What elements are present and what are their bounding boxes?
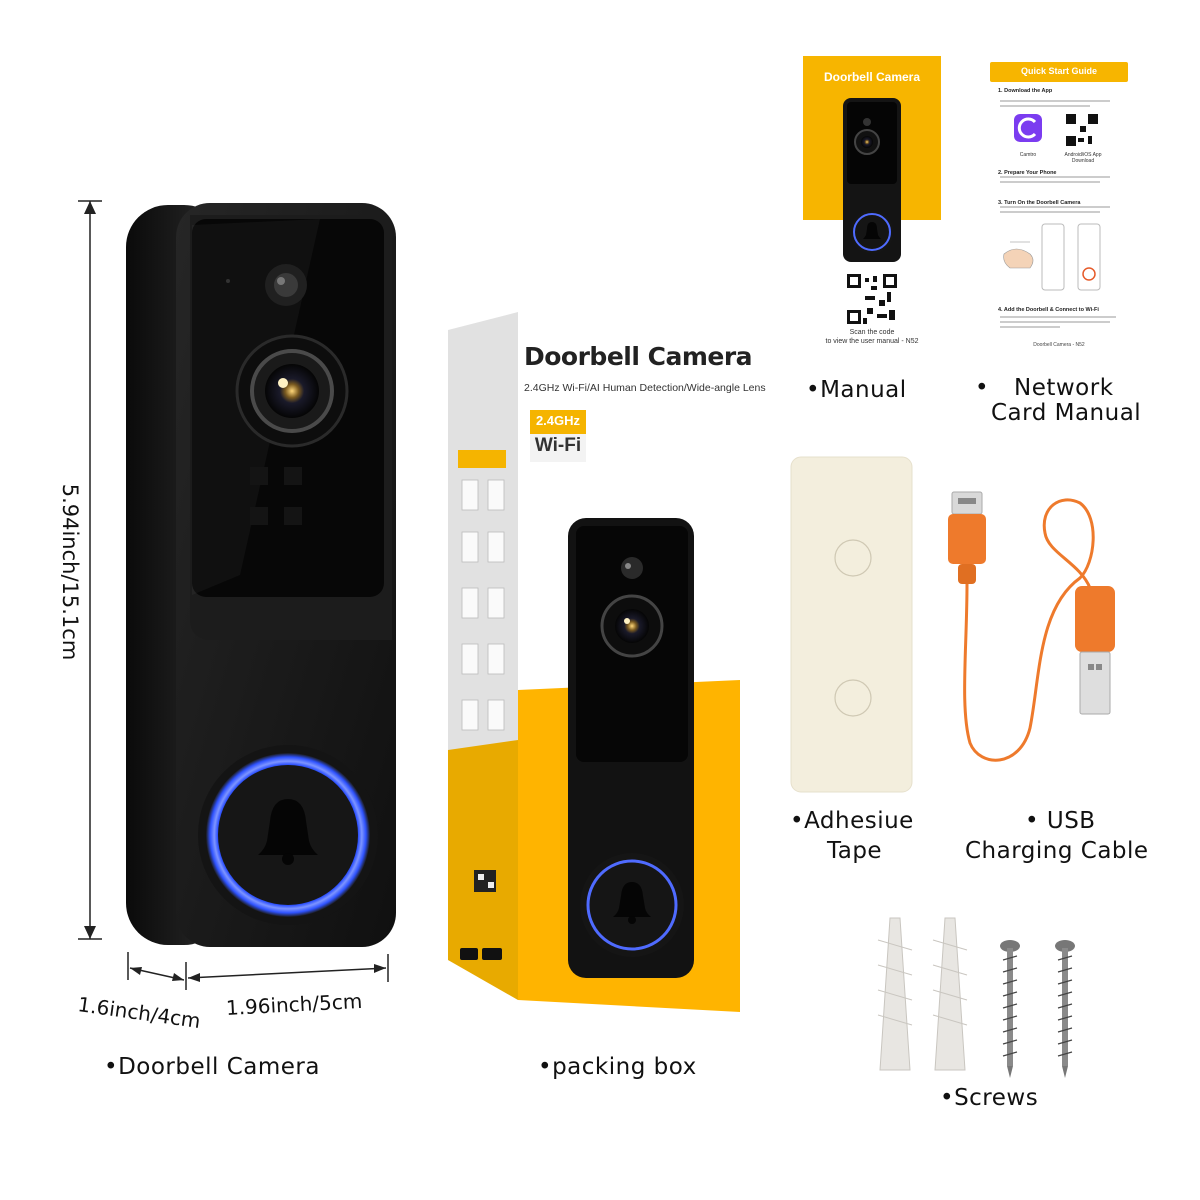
box-title: Doorbell Camera <box>524 342 753 371</box>
height-dimension-label: 5.94inch/15.1cm <box>58 483 82 661</box>
caption-usb-line-2: Charging Cable <box>965 838 1149 864</box>
box-badge-frequency: 2.4GHz <box>535 413 581 428</box>
caption-tape-line-2: Tape <box>827 838 883 864</box>
quick-guide-app-label: Camtro <box>1019 152 1037 158</box>
manual-qr-caption: Scan the code to view the user manual - … <box>825 329 919 345</box>
box-subtitle: 2.4GHz Wi-Fi/AI Human Detection/Wide-ang… <box>524 382 766 394</box>
quick-guide-footer: Doorbell Camera - N52 <box>1033 342 1085 348</box>
caption-network-line-2: Card Manual <box>991 400 1142 426</box>
quick-guide-app-download: Android/iOS App Download <box>1064 152 1102 164</box>
manual-title: Doorbell Camera <box>823 70 921 84</box>
caption-network-line-1: Network <box>1014 375 1114 401</box>
quick-start-guide: Quick Start Guide 1. Download the App Ca… <box>990 56 1128 356</box>
quick-guide-step-3: 3. Turn On the Doorbell Camera <box>998 200 1081 206</box>
packing-box-shape <box>448 312 740 1012</box>
manual-cover <box>803 56 941 356</box>
caption-usb-line-1: • USB <box>1025 808 1096 834</box>
quick-guide-step-2: 2. Prepare Your Phone <box>998 170 1057 176</box>
caption-doorbell-camera: •Doorbell Camera <box>104 1054 320 1080</box>
caption-packing-box: •packing box <box>538 1054 697 1080</box>
usb-charging-cable <box>948 491 1115 762</box>
quick-guide-graphics <box>1000 100 1116 328</box>
caption-manual: •Manual <box>806 377 907 403</box>
height-dimension-line <box>78 200 102 940</box>
box-badge-wifi: Wi-Fi <box>534 435 582 456</box>
quick-guide-header <box>990 62 1128 82</box>
width-dimension-lines <box>127 952 389 990</box>
adhesive-tape <box>790 456 913 793</box>
quick-guide-title: Quick Start Guide <box>1020 66 1098 76</box>
packing-box: Doorbell Camera 2.4GHz Wi-Fi/AI Human De… <box>418 300 766 1020</box>
caption-screws: •Screws <box>940 1085 1039 1111</box>
quick-guide-step-4: 4. Add the Doorbell & Connect to Wi-Fi <box>998 307 1099 313</box>
doorbell-camera-device <box>126 203 396 947</box>
quick-guide-step-1: 1. Download the App <box>998 88 1053 94</box>
screws-and-anchors <box>877 917 1075 1078</box>
caption-tape-line-1: •Adhesiue <box>790 808 914 834</box>
user-manual: Doorbell Camera Scan the code to view th… <box>803 56 941 356</box>
caption-network-bullet: • <box>975 375 990 401</box>
